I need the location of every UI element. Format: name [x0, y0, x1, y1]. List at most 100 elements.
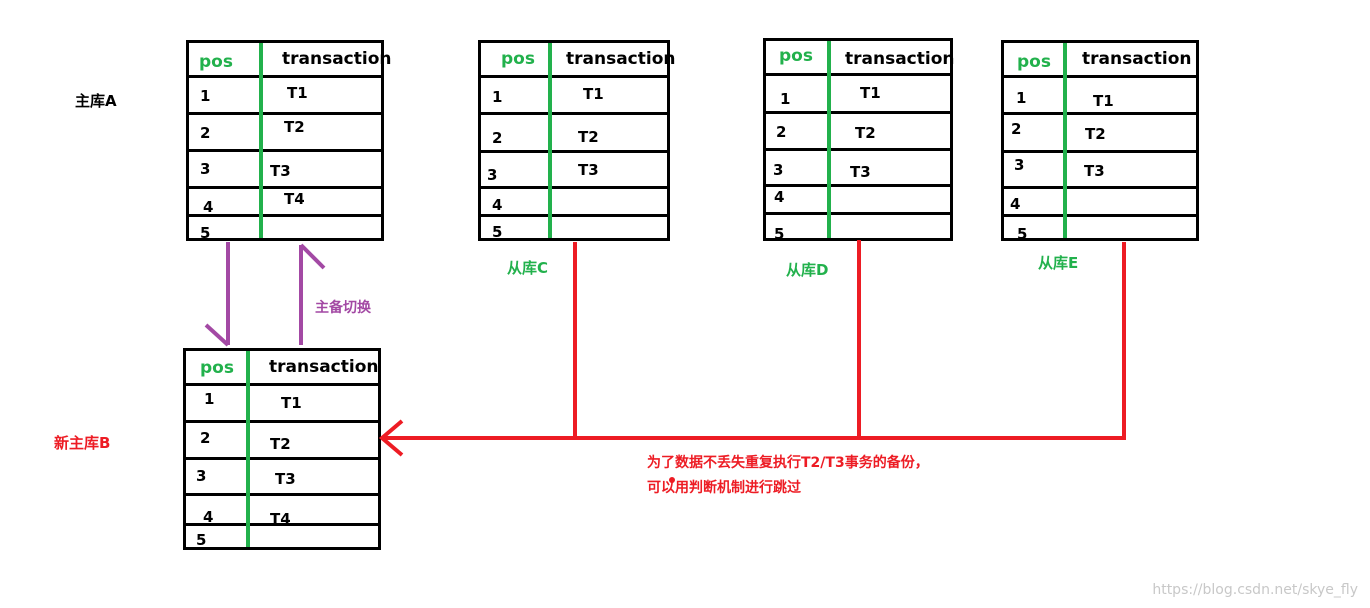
pos-cell: 3	[1014, 156, 1025, 174]
watermark: https://blog.csdn.net/skye_fly	[1152, 582, 1358, 598]
table-row: 3 T3	[766, 151, 950, 187]
transaction-cell: T3	[850, 163, 871, 181]
transaction-cell: T3	[578, 161, 599, 179]
header-pos: pos	[199, 52, 233, 72]
table-row: 4	[1004, 189, 1196, 217]
table-row: 1 T1	[186, 386, 378, 423]
transaction-cell: T3	[270, 162, 291, 180]
header-pos: pos	[1017, 52, 1051, 72]
pos-cell: 5	[1017, 225, 1028, 243]
table-row: 2 T2	[186, 423, 378, 460]
table-header: pos transaction	[186, 351, 379, 386]
column-divider	[548, 43, 552, 238]
pos-cell: 1	[780, 90, 791, 108]
table-row: 2 T2	[766, 114, 950, 151]
table-row: 4	[481, 189, 667, 217]
column-divider	[259, 43, 263, 238]
pos-cell: 4	[492, 196, 503, 214]
pos-cell: 3	[773, 161, 784, 179]
transaction-cell: T1	[287, 84, 308, 102]
replication-connector	[384, 240, 1126, 440]
note-line-1: 为了数据不丢失重复执行T2/T3事务的备份，	[647, 455, 929, 471]
table-row: 5	[186, 526, 378, 550]
table-row: 1 T1	[189, 78, 381, 115]
note-line-2: 可以用判断机制进行跳过	[647, 480, 801, 496]
header-transaction: transaction	[566, 49, 676, 69]
table-row: 5	[766, 215, 950, 243]
transaction-cell: T4	[284, 190, 305, 208]
transaction-cell: T1	[583, 85, 604, 103]
transaction-cell: T2	[284, 118, 305, 136]
switch-up-arrow	[299, 243, 326, 345]
pos-cell: 1	[1016, 89, 1027, 107]
pos-cell: 5	[200, 224, 211, 242]
pos-cell: 4	[203, 198, 214, 216]
table-header: pos transaction	[481, 43, 676, 78]
pos-cell: 5	[196, 531, 207, 549]
arrow-into-b	[378, 419, 404, 457]
slave-e-label: 从库E	[1038, 254, 1079, 272]
cursor-dot	[669, 477, 675, 483]
pos-cell: 4	[1010, 195, 1021, 213]
pos-cell: 2	[200, 429, 211, 447]
table-row: 2 T2	[189, 115, 381, 152]
table-row: 5	[189, 217, 381, 242]
header-transaction: transaction	[282, 49, 392, 69]
column-divider	[827, 41, 831, 238]
table-row: 3 T3	[1004, 153, 1196, 189]
pos-cell: 5	[774, 225, 785, 243]
pos-cell: 2	[776, 123, 787, 141]
pos-cell: 3	[487, 166, 498, 184]
table-row: 4	[766, 187, 950, 215]
table-row: 3 T3	[186, 460, 378, 496]
table-row: 3 T3	[481, 153, 667, 189]
pos-cell: 3	[200, 160, 211, 178]
header-transaction: transaction	[845, 49, 955, 69]
table-row: 1 T1	[481, 78, 667, 115]
table-slave-d: pos transaction 1 T1 2 T2 3 T3 4 5	[763, 38, 955, 243]
table-row: 4 T4	[186, 496, 378, 528]
transaction-cell: T4	[270, 510, 291, 528]
master-a-label: 主库A	[75, 92, 117, 110]
column-divider	[1063, 43, 1067, 238]
pos-cell: 4	[774, 188, 785, 206]
pos-cell: 4	[203, 508, 214, 526]
header-pos: pos	[501, 49, 535, 69]
transaction-cell: T1	[860, 84, 881, 102]
transaction-cell: T1	[1093, 92, 1114, 110]
pos-cell: 2	[200, 124, 211, 142]
table-row: 1 T1	[1004, 78, 1196, 115]
table-row: 5	[1004, 217, 1196, 243]
table-row: 4 T4	[189, 189, 381, 217]
transaction-cell: T1	[281, 394, 302, 412]
pos-cell: 3	[196, 467, 207, 485]
header-transaction: transaction	[269, 357, 379, 377]
transaction-cell: T2	[855, 124, 876, 142]
slave-c-label: 从库C	[507, 259, 549, 277]
transaction-cell: T3	[275, 470, 296, 488]
table-row: 5	[481, 217, 667, 241]
column-divider	[246, 351, 250, 547]
table-master-a: pos transaction 1 T1 2 T2 3 T3 4 T4 5	[186, 40, 392, 242]
table-header: pos transaction	[766, 41, 955, 76]
table-header: pos transaction	[189, 43, 392, 78]
table-slave-c: pos transaction 1 T1 2 T2 3 T3 4 5	[478, 40, 676, 241]
transaction-cell: T2	[270, 435, 291, 453]
pos-cell: 1	[200, 87, 211, 105]
switchover-label: 主备切换	[315, 300, 371, 316]
transaction-cell: T2	[1085, 125, 1106, 143]
table-row: 2 T2	[1004, 115, 1196, 153]
slave-d-label: 从库D	[786, 261, 829, 279]
pos-cell: 1	[204, 390, 215, 408]
table-row: 2 T2	[481, 115, 667, 153]
pos-cell: 5	[492, 223, 503, 241]
header-pos: pos	[779, 46, 813, 66]
header-pos: pos	[200, 358, 234, 378]
pos-cell: 2	[1011, 120, 1022, 138]
table-slave-e: pos transaction 1 T1 2 T2 3 T3 4 5	[1001, 40, 1199, 243]
new-master-b-label: 新主库B	[54, 434, 111, 452]
transaction-cell: T3	[1084, 162, 1105, 180]
table-row: 3 T3	[189, 152, 381, 189]
table-new-master-b: pos transaction 1 T1 2 T2 3 T3 4 T4 5	[183, 348, 381, 550]
